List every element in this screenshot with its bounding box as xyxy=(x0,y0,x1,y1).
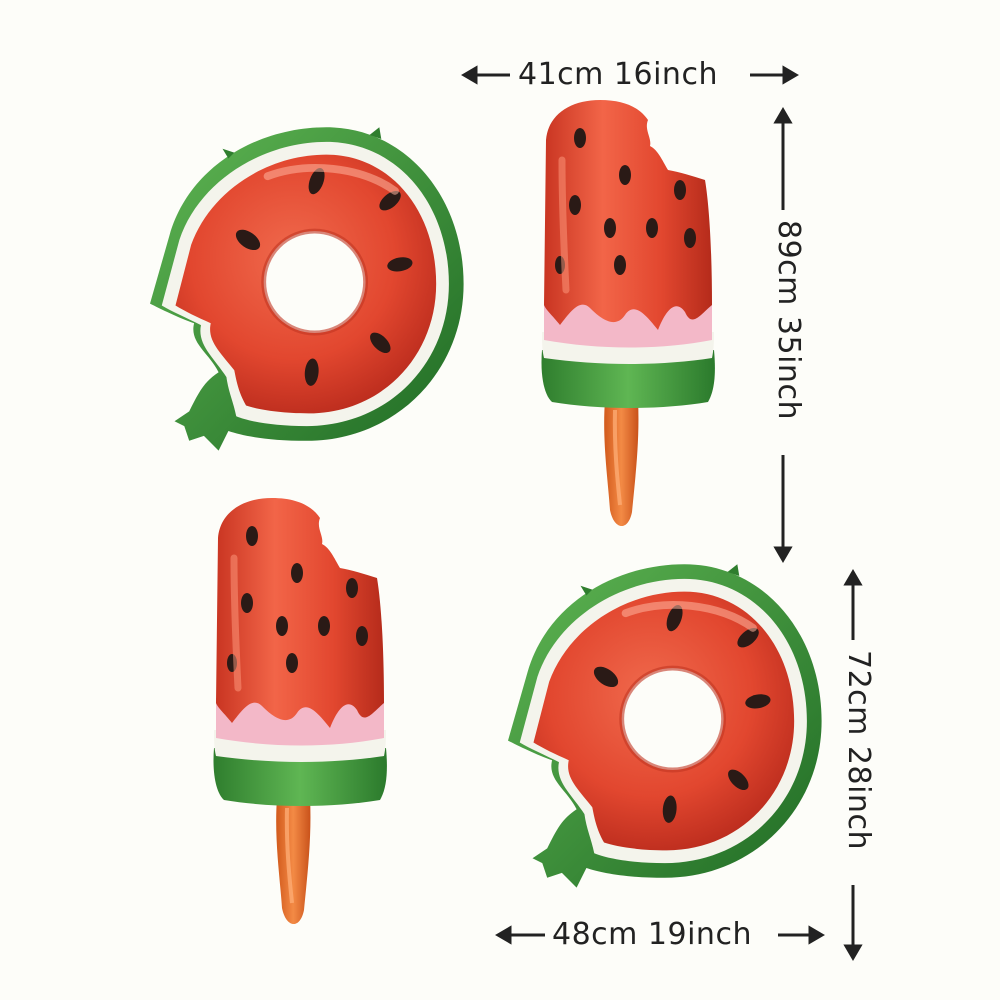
ring-width-label: 48cm 19inch xyxy=(552,917,752,952)
dimension-arrows xyxy=(461,65,863,961)
watermelon-popsicle-balloon-top-right xyxy=(541,100,714,526)
watermelon-popsicle-balloon-bottom-left xyxy=(213,498,386,924)
watermelon-ring-balloon-bottom-right xyxy=(508,564,822,966)
popsicle-width-label: 41cm 16inch xyxy=(518,57,718,92)
watermelon-ring-balloon-top-left xyxy=(150,127,464,529)
popsicle-height-label: 89cm 35inch xyxy=(771,220,806,420)
ring-height-label: 72cm 28inch xyxy=(841,650,876,850)
